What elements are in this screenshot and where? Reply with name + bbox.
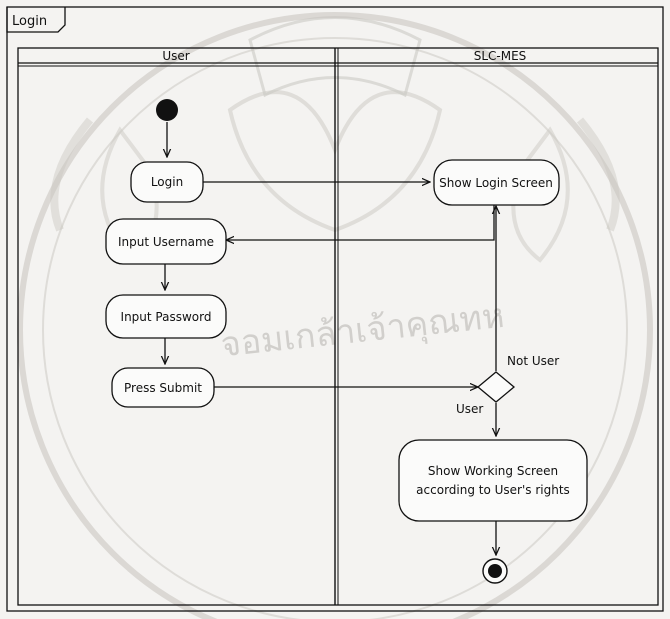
action-press-submit-label: Press Submit: [124, 381, 202, 395]
action-press-submit: [111, 367, 215, 408]
action-input-username-label: Input Username: [118, 235, 214, 249]
action-login: [130, 161, 204, 203]
diagram-frame: [6, 6, 664, 612]
frame-title: Login: [12, 14, 47, 29]
final-node-core: [488, 564, 502, 578]
guard-user: User: [456, 402, 483, 416]
edge-show-login-to-username: [226, 205, 495, 240]
action-show-login-screen: [433, 159, 560, 206]
action-input-password-label: Input Password: [121, 310, 212, 324]
decision-node: [476, 371, 516, 403]
nodes: Login Input Username Input Password Pres…: [105, 99, 588, 584]
watermark-text: จอมเกล้าเจ้าคุณทห: [219, 296, 506, 366]
lane-slc-mes-label: SLC-MES: [474, 49, 527, 63]
action-input-password: [105, 294, 227, 339]
initial-node: [156, 99, 178, 121]
action-input-username: [105, 218, 227, 265]
swimlanes: User SLC-MES: [17, 47, 659, 606]
frame-tab: [6, 7, 66, 33]
action-show-login-screen-label: Show Login Screen: [439, 176, 553, 190]
lane-user-label: User: [162, 49, 189, 63]
action-show-working-screen-line2: according to User's rights: [416, 483, 570, 497]
action-login-label: Login: [151, 175, 183, 189]
guard-not-user: Not User: [507, 354, 559, 368]
edges: [165, 122, 496, 555]
action-show-working-screen-line1: Show Working Screen: [428, 464, 558, 478]
action-show-working-screen: [398, 439, 588, 522]
